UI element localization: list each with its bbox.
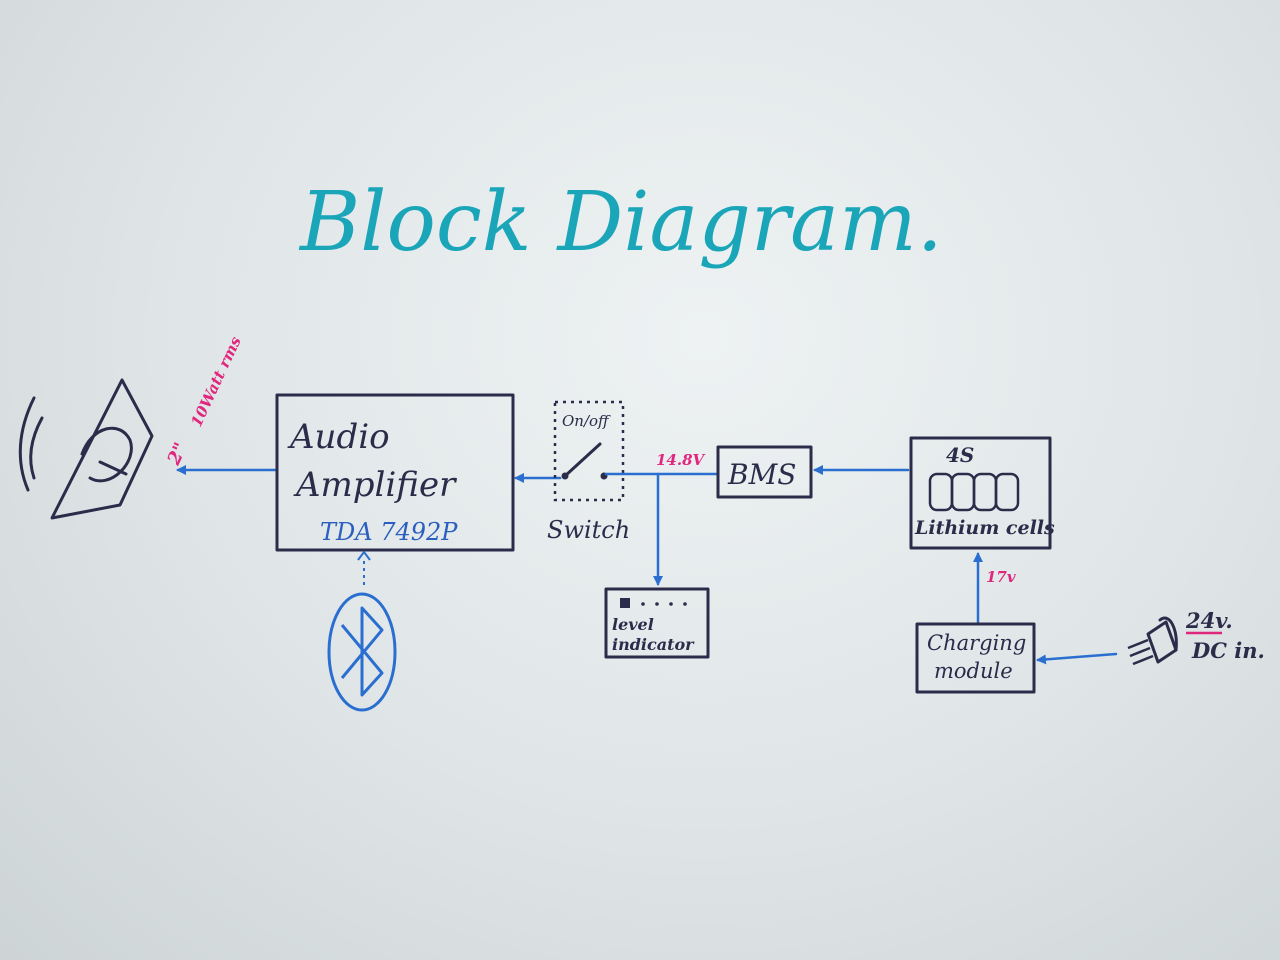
amplifier-model-label: TDA 7492P [320,518,458,546]
amplifier-label-line2: Amplifier [293,465,457,505]
amplifier-block: Audio Amplifier TDA 7492P [275,393,515,552]
dc-input-label: DC in. [1191,638,1265,663]
dc-input-voltage-label: 24v. [1185,608,1233,633]
battery-config-label: 4S [946,443,974,467]
speaker-power-label: 10Watt rms [187,333,245,429]
arrow-dc-to-charger [1036,652,1118,665]
bms-label: BMS [727,458,796,491]
bluetooth-icon [327,592,397,712]
amplifier-label-line1: Audio [287,417,390,457]
charging-module-label-line1: Charging [927,631,1026,655]
bus-voltage-label: 14.8V [656,451,706,469]
lithium-cells-icon [928,472,1020,512]
charging-module-block: Charging module [915,622,1036,694]
switch-block: On/off Switch [547,400,630,544]
speaker-icon [18,378,154,520]
battery-block: 4S Lithium cells [909,436,1055,550]
charge-voltage-label: 17v [986,568,1016,586]
dc-jack-icon [1127,616,1178,666]
level-indicator-label-line2: indicator [612,635,695,654]
switch-label: Switch [547,516,630,544]
speaker-size-label: 2" [163,439,192,469]
level-indicator-led [620,598,630,608]
bms-block: BMS [716,445,813,499]
switch-on-off-label: On/off [562,412,611,430]
battery-label: Lithium cells [914,517,1055,539]
diagram-title: Block Diagram. [298,175,943,270]
level-indicator-label-line1: level [612,615,654,634]
charging-module-label-line2: module [934,659,1013,683]
level-indicator-block: level indicator [604,587,710,659]
